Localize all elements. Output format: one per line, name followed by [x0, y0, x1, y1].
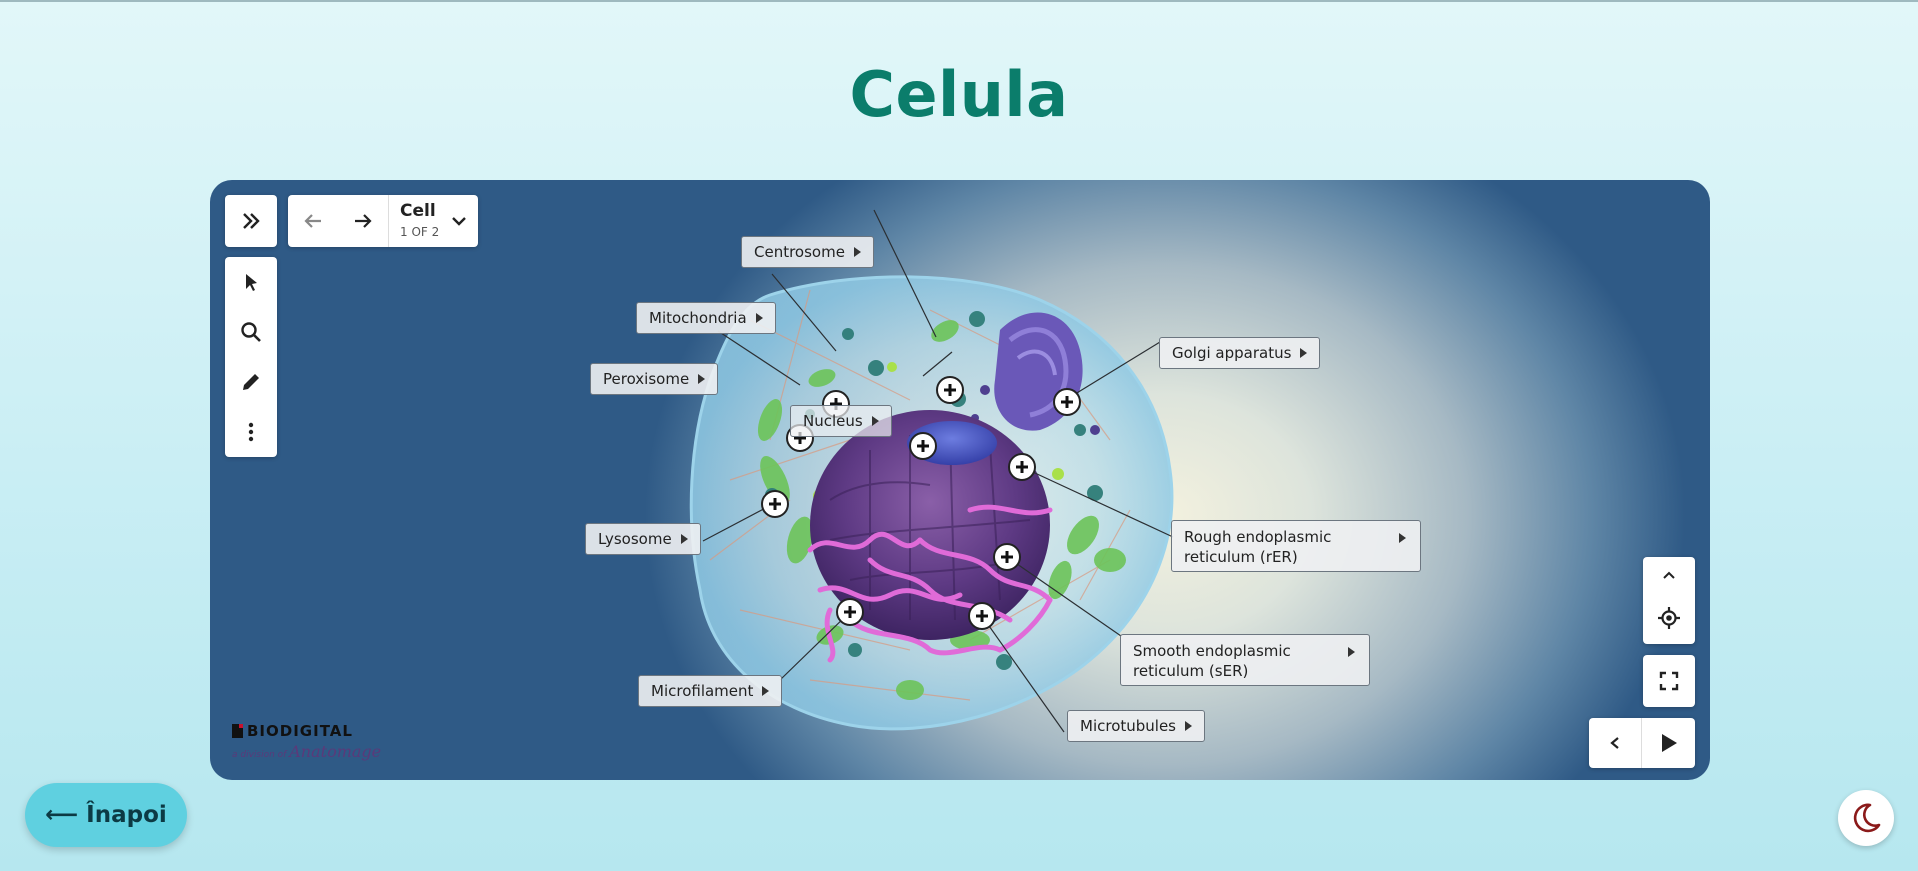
caret-right-icon — [762, 686, 770, 696]
top-border — [0, 0, 1918, 2]
label-centrosome[interactable]: Centrosome — [741, 236, 874, 268]
locate-icon — [1658, 607, 1680, 629]
previous-step-button[interactable] — [1589, 718, 1642, 768]
label-lysosome[interactable]: Lysosome — [585, 523, 701, 555]
camera-up-button[interactable] — [1643, 557, 1695, 592]
chevron-left-icon — [1610, 737, 1619, 749]
hotspot-golgi[interactable] — [1053, 388, 1081, 416]
plus-icon — [1001, 551, 1013, 563]
hotspot-lysosome[interactable] — [761, 490, 789, 518]
label-mitochondria[interactable]: Mitochondria — [636, 302, 776, 334]
play-icon — [1661, 734, 1677, 752]
hotspot-centrosome[interactable] — [936, 376, 964, 404]
label-text: Peroxisome — [603, 370, 690, 388]
biodigital-mark-icon — [232, 724, 243, 738]
biodigital-logo: BIODIGITAL a division of Anatomage — [232, 722, 381, 761]
moon-icon — [1853, 803, 1881, 833]
scene-navigation: Cell 1 OF 2 — [288, 195, 478, 247]
search-icon — [241, 322, 261, 342]
caret-right-icon — [871, 416, 879, 426]
arrow-left-icon — [304, 214, 321, 228]
label-golgi-apparatus[interactable]: Golgi apparatus — [1159, 337, 1321, 369]
label-text: Microtubules — [1080, 717, 1176, 735]
logo-division-name: Anatomage — [289, 742, 382, 761]
label-nucleus[interactable]: Nucleus — [790, 405, 892, 437]
label-text: Microfilament — [651, 682, 754, 700]
chevron-down-icon — [452, 217, 466, 226]
toggle-sidebar-panel — [225, 195, 277, 247]
label-text: Golgi apparatus — [1172, 344, 1292, 362]
page-title: Celula — [849, 58, 1069, 131]
plus-icon — [769, 498, 781, 510]
caret-right-icon — [1300, 348, 1308, 358]
camera-panel — [1643, 557, 1695, 644]
caret-right-icon — [1399, 533, 1406, 543]
fullscreen-button[interactable] — [1643, 655, 1695, 707]
caret-right-icon — [680, 534, 688, 544]
hotspot-nucleus[interactable] — [909, 432, 937, 460]
play-button[interactable] — [1642, 718, 1695, 768]
cell-model[interactable] — [210, 180, 1710, 780]
arrow-right-icon — [355, 214, 372, 228]
caret-right-icon — [1185, 721, 1192, 731]
label-text: Rough endoplasmic reticulum (rER) — [1184, 528, 1332, 566]
pointer-icon — [246, 274, 257, 291]
theme-toggle-button[interactable] — [1838, 790, 1894, 846]
plus-icon — [844, 606, 856, 618]
label-microfilament[interactable]: Microfilament — [638, 675, 783, 707]
pencil-icon — [243, 374, 259, 390]
caret-right-icon — [1348, 647, 1355, 657]
draw-tool-button[interactable] — [225, 357, 277, 407]
cell-3d-viewer[interactable]: Centrosome Mitochondria Peroxisome Nucle… — [210, 180, 1710, 780]
playback-panel — [1589, 718, 1695, 768]
logo-brand: BIODIGITAL — [247, 722, 353, 740]
label-rough-er[interactable]: Rough endoplasmic reticulum (rER) — [1171, 520, 1421, 572]
plus-icon — [944, 384, 956, 396]
plus-icon — [976, 610, 988, 622]
scene-page-indicator: 1 OF 2 — [400, 225, 440, 239]
expand-sidebar-button[interactable] — [225, 195, 277, 247]
plus-icon — [917, 440, 929, 452]
label-text: Lysosome — [598, 530, 672, 548]
label-smooth-er[interactable]: Smooth endoplasmic reticulum (sER) — [1120, 634, 1370, 686]
hotspot-rough-er[interactable] — [1008, 453, 1036, 481]
caret-right-icon — [853, 247, 861, 257]
label-text: Mitochondria — [649, 309, 747, 327]
previous-scene-button[interactable] — [288, 195, 338, 247]
chevron-up-icon — [1663, 571, 1675, 579]
back-button[interactable]: ⟵ Înapoi — [25, 783, 187, 847]
hotspot-microfilament[interactable] — [836, 598, 864, 626]
hotspot-smooth-er[interactable] — [993, 543, 1021, 571]
next-scene-button[interactable] — [338, 195, 388, 247]
label-text: Nucleus — [803, 412, 863, 430]
logo-division-prefix: a division of — [232, 750, 287, 760]
reset-camera-button[interactable] — [1643, 592, 1695, 644]
label-text: Smooth endoplasmic reticulum (sER) — [1133, 642, 1291, 680]
tools-panel — [225, 257, 277, 457]
model-title: Cell — [400, 201, 436, 221]
label-peroxisome[interactable]: Peroxisome — [590, 363, 719, 395]
label-text: Centrosome — [754, 243, 845, 261]
more-icon — [248, 422, 254, 442]
fullscreen-icon — [1659, 671, 1679, 691]
select-tool-button[interactable] — [225, 257, 277, 307]
expand-icon — [243, 213, 260, 229]
caret-right-icon — [698, 374, 706, 384]
label-microtubules[interactable]: Microtubules — [1067, 710, 1205, 742]
search-tool-button[interactable] — [225, 307, 277, 357]
caret-right-icon — [755, 313, 763, 323]
scene-dropdown-button[interactable] — [442, 195, 476, 247]
hotspot-microtubules[interactable] — [968, 602, 996, 630]
more-tools-button[interactable] — [225, 407, 277, 457]
plus-icon — [1016, 461, 1028, 473]
divider — [388, 195, 389, 247]
fullscreen-panel — [1643, 655, 1695, 707]
plus-icon — [1061, 396, 1073, 408]
